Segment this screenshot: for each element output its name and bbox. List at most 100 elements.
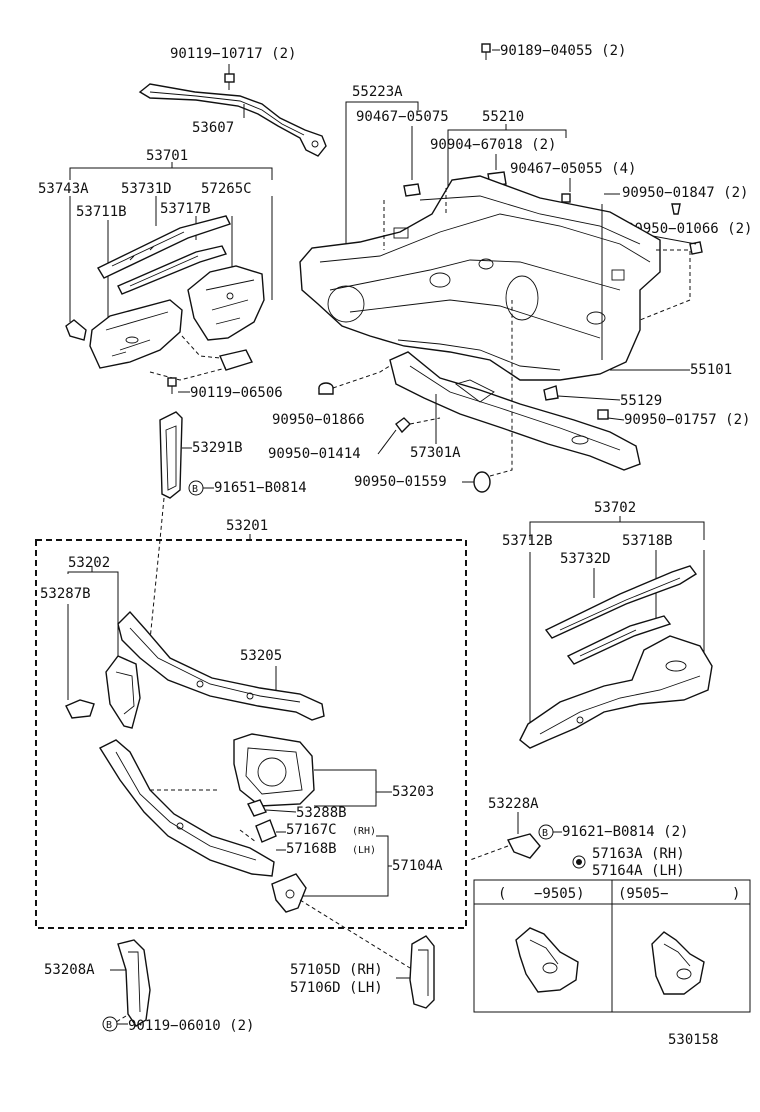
part-57104A-end-bracket [271,873,307,913]
part-53202-side [105,655,141,729]
label-90119-06506: 90119−06506 [190,385,283,401]
label-53607: 53607 [192,120,234,136]
label-53731D: 53731D [121,181,172,197]
clip-90467-05055-icon [561,193,571,203]
part-57167C-bracket [255,819,277,843]
group-53201-box [35,539,467,929]
marker-b-91651: B [188,480,204,496]
svg-text:B: B [106,1020,112,1031]
label-90950-01559: 90950−01559 [354,474,447,490]
bolt-90950-01414-icon [395,417,411,434]
label-53743A: 53743A [38,181,89,197]
label-90119-06010: 90119−06010 (2) [128,1018,254,1034]
label-53732D: 53732D [560,551,611,567]
label-90950-01414: 90950−01414 [268,446,361,462]
label-53702: 53702 [594,500,636,516]
label-55223A: 55223A [352,84,403,100]
svg-text:B: B [192,484,198,495]
label-53701: 53701 [146,148,188,164]
label-53288B: 53288B [296,805,347,821]
plug-90950-01757-icon [597,409,609,420]
marker-dot-57163A [572,855,586,869]
label-57106D: 57106D (LH) [290,980,383,996]
part-53288B-bracket [247,799,267,817]
bolt-90119-06506-icon [167,377,177,394]
part-53732D-rail [544,565,698,639]
label-57104A: 57104A [392,858,443,874]
part-53205-upper-support [117,610,325,721]
label-90904-67018: 90904−67018 (2) [430,137,556,153]
part-53607-brace [138,83,327,157]
label-57105D: 57105D (RH) [290,962,383,978]
part-53718B-rail [566,615,672,665]
part-variant-early [515,927,579,993]
part-57104A-lower-support [98,739,275,877]
table-col1-paren: ( [498,886,506,902]
label-53711B: 53711B [76,204,127,220]
part-53287B-bracket [65,699,95,719]
label-90950-01066: 90950−01066 (2) [626,221,752,237]
part-53291B-bracket [159,411,183,499]
part-53743A-bracket [65,319,87,341]
label-90467-05055: 90467−05055 (4) [510,161,636,177]
plug-90950-01866-icon [318,382,334,395]
label-57167C-rh: (RH) [352,826,376,837]
part-53208A-bracket [117,939,151,1027]
label-53208A: 53208A [44,962,95,978]
label-53291B: 53291B [192,440,243,456]
label-55101: 55101 [690,362,732,378]
label-90950-01847: 90950−01847 (2) [622,185,748,201]
label-90119-10717: 90119−10717 (2) [170,46,296,62]
label-90950-01866: 90950−01866 [272,412,365,428]
part-variant-late [651,931,705,995]
plug-90950-01559-icon [473,471,491,493]
part-53731D-rail [97,215,231,279]
label-53718B: 53718B [622,533,673,549]
label-57163A: 57163A (RH) [592,846,685,862]
part-53701-small-bracket [219,349,253,371]
part-55101-dash-panel [299,175,661,381]
svg-text:B: B [542,828,548,839]
label-91621-B0814: 91621−B0814 (2) [562,824,688,840]
part-53228A-bracket [506,833,541,859]
label-91651-B0814: 91651−B0814 [214,480,307,496]
label-57164A: 57164A (LH) [592,863,685,879]
label-53712B: 53712B [502,533,553,549]
label-53202: 53202 [68,555,110,571]
part-53203-support [233,733,315,807]
label-90950-01757: 90950−01757 (2) [624,412,750,428]
label-53203: 53203 [392,784,434,800]
clip-90189-04055-icon [481,43,491,60]
part-53717B-rail [117,245,227,295]
label-55129: 55129 [620,393,662,409]
variant-table: ( −9505) (9505− ) [473,879,751,1013]
marker-b-91621: B [538,824,554,840]
table-col1-header: −9505) [534,886,585,902]
label-90189-04055: 90189−04055 (2) [500,43,626,59]
label-53228A: 53228A [488,796,539,812]
label-57265C: 57265C [201,181,252,197]
label-53717B: 53717B [160,201,211,217]
label-57168B-lh: (LH) [352,845,376,856]
part-53712B-apron [519,635,713,749]
label-55210: 55210 [482,109,524,125]
part-57265C-panel [187,265,265,341]
clip-90467-05075-icon [403,183,421,197]
label-57167C: 57167C [286,822,337,838]
diagram-id: 530158 [668,1032,719,1048]
table-col2-paren: ) [732,886,740,902]
label-90467-05075: 90467−05075 [356,109,449,125]
part-55129-clip [543,385,559,401]
clip-90950-01847-icon [671,203,681,215]
marker-b-90119-06010: B [102,1016,118,1032]
label-53287B: 53287B [40,586,91,602]
label-53201: 53201 [226,518,268,534]
bolt-90119-10717-icon [224,73,235,90]
clip-90950-01066-icon [689,241,703,255]
label-57301A: 57301A [410,445,461,461]
table-col2-header: (9505− [618,886,669,902]
part-57105D-bracket [409,935,435,1009]
part-57301A-cross-member [389,351,641,471]
label-57168B: 57168B [286,841,337,857]
